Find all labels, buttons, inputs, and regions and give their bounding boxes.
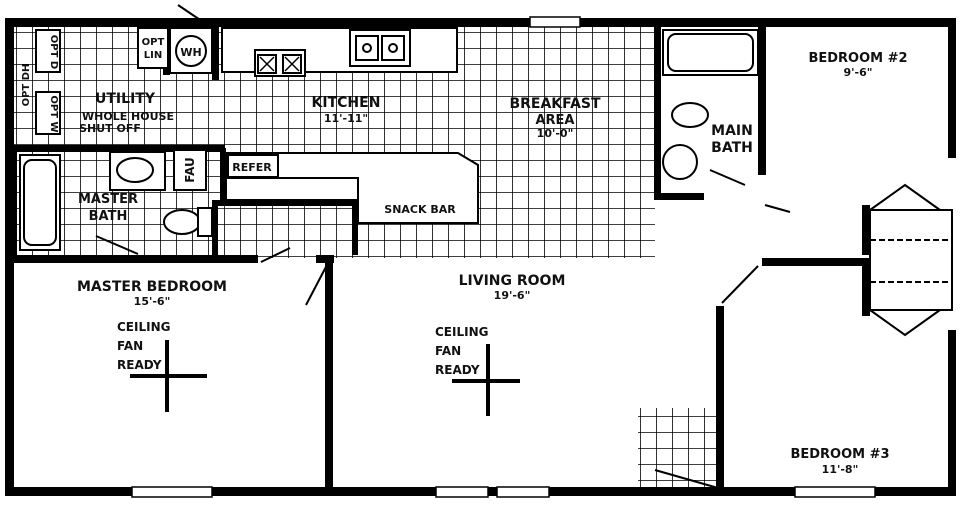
label-bedroom3-name: BEDROOM #3	[790, 447, 889, 462]
label-living-room-name: LIVING ROOM	[459, 273, 566, 289]
label-bedroom2-name: BEDROOM #2	[808, 51, 907, 66]
label-bedroom2-dim: 9'-6"	[844, 66, 873, 79]
label-breakfast-dim: 10'-0"	[537, 127, 574, 140]
label-main-bath-2: BATH	[711, 140, 753, 156]
label-fau: FAU	[183, 157, 197, 182]
label-master-bedroom-dim: 15'-6"	[134, 295, 171, 308]
label-whole-house: WHOLE HOUSE	[82, 110, 174, 123]
label-refer: REFER	[232, 161, 272, 174]
label-living-fan-1: CEILING	[435, 325, 488, 339]
label-living-room-dim: 19'-6"	[494, 289, 531, 302]
label-kitchen-name: KITCHEN	[312, 95, 381, 111]
label-master-bath-1: MASTER	[78, 192, 138, 207]
closets	[862, 183, 953, 337]
label-wh: WH	[180, 46, 201, 59]
label-master-fan-2: FAN	[117, 339, 143, 353]
label-shut-off: SHUT OFF	[79, 122, 141, 135]
label-snack-bar: SNACK BAR	[384, 203, 456, 216]
windows	[131, 16, 876, 498]
label-master-fan-3: READY	[117, 358, 162, 372]
master-bath-fixtures	[19, 151, 213, 251]
label-kitchen-dim: 11'-11"	[324, 112, 368, 125]
utility-fixtures	[35, 27, 279, 191]
door-swings	[95, 4, 791, 489]
label-opt-lin-1: OPT	[142, 37, 165, 48]
kitchen-counters	[221, 27, 479, 224]
label-opt-dh: OPT DH	[21, 64, 32, 107]
label-opt-w: OPT W	[48, 95, 59, 132]
label-living-fan-3: READY	[435, 363, 480, 377]
label-living-fan-2: FAN	[435, 344, 461, 358]
interior-walls	[10, 25, 952, 490]
label-master-bedroom-name: MASTER BEDROOM	[77, 279, 227, 295]
label-breakfast-name: BREAKFAST	[509, 96, 601, 112]
ceiling-fan-labels: CEILING FAN READY CEILING FAN READY	[117, 320, 488, 377]
label-opt-lin-2: LIN	[144, 50, 162, 61]
fan-crosses	[130, 340, 520, 416]
main-bath-fixtures	[662, 29, 759, 180]
room-labels: BEDROOM #2 9'-6" BEDROOM #3 11'-8" KITCH…	[21, 35, 908, 476]
label-main-bath-1: MAIN	[711, 123, 753, 139]
label-master-fan-1: CEILING	[117, 320, 170, 334]
label-master-bath-2: BATH	[89, 209, 128, 224]
label-opt-d: OPT D	[48, 35, 59, 69]
label-bedroom3-dim: 11'-8"	[822, 463, 859, 476]
label-utility: UTILITY	[95, 91, 156, 107]
label-breakfast-area: AREA	[535, 113, 574, 128]
